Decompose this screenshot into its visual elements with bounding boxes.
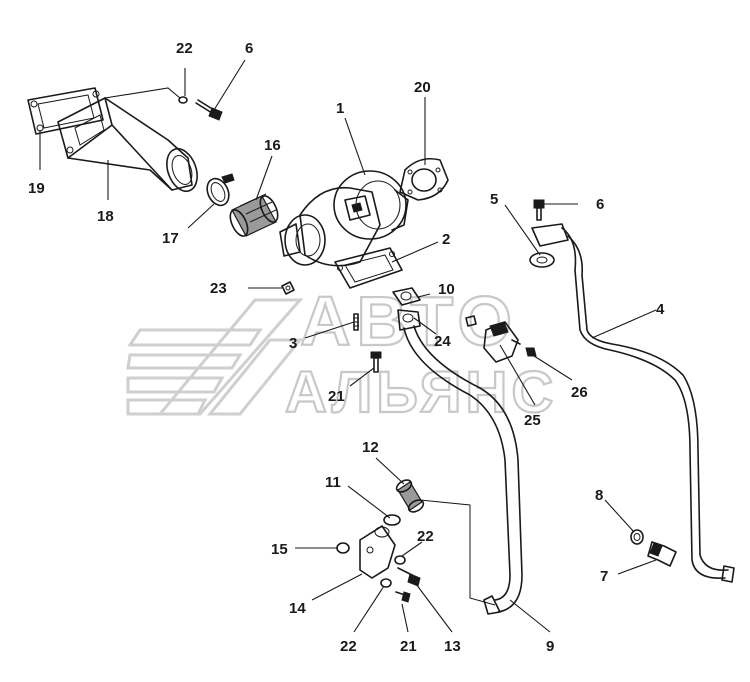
callout-4: 4 xyxy=(656,301,665,318)
part-22-washer-top xyxy=(178,96,188,104)
part-21-bolt-lower xyxy=(395,591,411,603)
watermark-text-line1: АВТО xyxy=(300,282,518,360)
part-1-turbocharger xyxy=(279,170,409,267)
callout-15: 15 xyxy=(271,541,288,558)
callout-14: 14 xyxy=(289,600,306,617)
hose-route-line xyxy=(419,499,496,606)
callout-12: 12 xyxy=(362,439,379,456)
callout-22: 22 xyxy=(176,40,193,57)
part-7-adapter xyxy=(647,541,677,567)
callout-22: 22 xyxy=(417,528,434,545)
part-22-washer-lower xyxy=(380,555,406,588)
callout-3: 3 xyxy=(289,335,297,352)
callout-2: 2 xyxy=(442,231,450,248)
part-24-nut xyxy=(465,315,477,327)
part-23-nut xyxy=(281,281,295,295)
part-15-o-ring xyxy=(336,542,350,554)
callout-23: 23 xyxy=(210,280,227,297)
callout-7: 7 xyxy=(600,568,608,585)
part-3-stud xyxy=(353,313,359,331)
part-11-seal xyxy=(383,514,401,526)
part-26-bolt xyxy=(525,347,537,357)
part-19-gasket xyxy=(27,87,104,135)
callout-5: 5 xyxy=(490,191,498,208)
part-9-oil-return-pipe xyxy=(397,309,523,615)
callout-19: 19 xyxy=(28,180,45,197)
part-16-sleeve xyxy=(229,193,279,237)
callout-22: 22 xyxy=(340,638,357,655)
part-13-bolt xyxy=(397,567,421,587)
callout-25: 25 xyxy=(524,412,541,429)
leader-lines xyxy=(39,59,657,633)
callout-8: 8 xyxy=(595,487,603,504)
part-12-sleeve xyxy=(395,479,425,513)
part-20-gasket-ring xyxy=(399,157,449,201)
part-18-exhaust-adapter xyxy=(57,97,198,193)
callout-1: 1 xyxy=(336,100,344,117)
part-10-gasket xyxy=(392,287,421,306)
part-8-washer xyxy=(630,529,644,545)
watermark-logo xyxy=(126,298,304,416)
part-6-bolt-top xyxy=(195,99,223,121)
part-14-elbow-fitting xyxy=(359,525,396,579)
callout-10: 10 xyxy=(438,281,455,298)
callout-24: 24 xyxy=(434,333,451,350)
callout-17: 17 xyxy=(162,230,179,247)
callout-20: 20 xyxy=(414,79,431,96)
callout-6: 6 xyxy=(596,196,604,213)
callout-13: 13 xyxy=(444,638,461,655)
callout-21: 21 xyxy=(328,388,345,405)
watermark: АВТО АЛЬЯНС xyxy=(126,281,557,426)
part-4-oil-feed-pipe xyxy=(561,227,735,583)
part-5-flange xyxy=(529,223,569,268)
callout-6: 6 xyxy=(245,40,253,57)
callout-11: 11 xyxy=(325,474,341,491)
callout-9: 9 xyxy=(546,638,554,655)
callout-18: 18 xyxy=(97,208,114,225)
callout-21: 21 xyxy=(400,638,417,655)
watermark-text-line2: АЛЬЯНС xyxy=(285,360,557,425)
part-25-clip xyxy=(483,321,521,363)
part-17-clamp xyxy=(206,173,235,207)
callout-labels: 19 18 22 6 1 20 16 17 2 5 6 23 10 4 3 24… xyxy=(28,40,665,655)
part-2-flange xyxy=(334,247,403,289)
part-6-bolt-right xyxy=(533,199,545,221)
callout-26: 26 xyxy=(571,384,588,401)
callout-16: 16 xyxy=(264,137,281,154)
part-21-bolt-upper xyxy=(370,351,382,373)
